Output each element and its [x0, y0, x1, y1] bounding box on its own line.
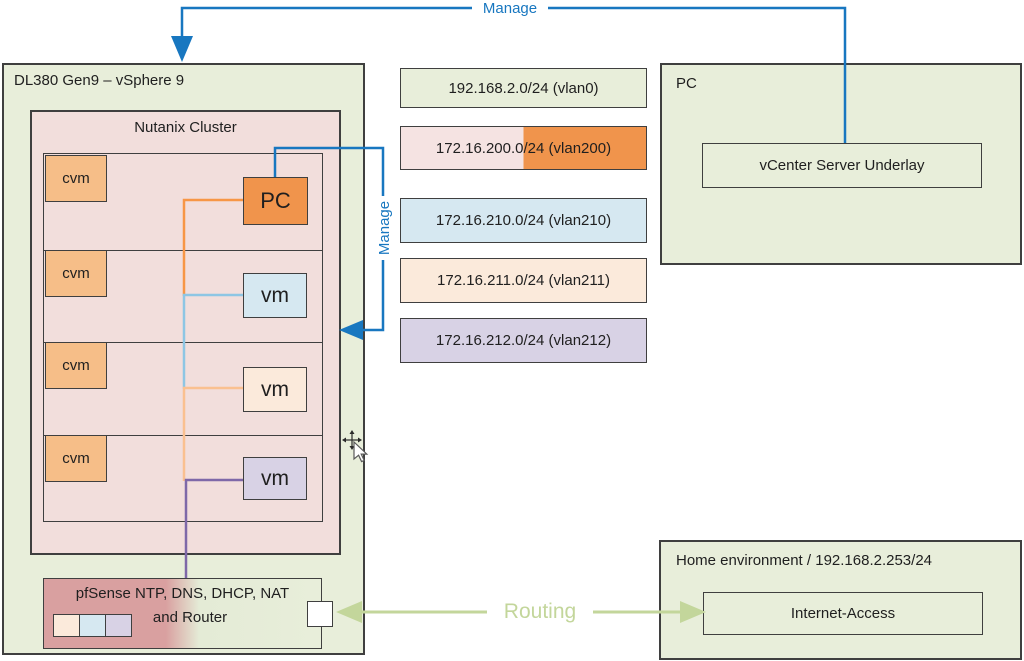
move-cursor-icon	[342, 430, 369, 463]
pc-panel-title: PC	[676, 75, 697, 92]
nutanix-cluster-title: Nutanix Cluster	[134, 119, 237, 136]
internet-access-box: Internet-Access	[703, 592, 983, 635]
pfsense-box	[43, 578, 322, 649]
routing-label: Routing	[487, 598, 593, 625]
home-environment-title: Home environment / 192.168.2.253/24	[676, 552, 933, 569]
legend-vlan200: 172.16.200.0/24 (vlan200)	[400, 126, 647, 170]
pfsense-swatch-vlan212-icon	[105, 614, 132, 637]
host-rows-box	[43, 153, 323, 522]
cvm-box-4: cvm	[45, 435, 107, 482]
pfsense-wan-port	[307, 601, 333, 627]
legend-vlan211: 172.16.211.0/24 (vlan211)	[400, 258, 647, 303]
legend-vlan0: 192.168.2.0/24 (vlan0)	[400, 68, 647, 108]
dl380-title: DL380 Gen9 – vSphere 9	[14, 72, 185, 89]
pfsense-label-line2: and Router	[152, 609, 228, 626]
prism-central-vm-box: PC	[243, 177, 308, 225]
legend-vlan212: 172.16.212.0/24 (vlan212)	[400, 318, 647, 363]
pfsense-label-line1: pfSense NTP, DNS, DHCP, NAT	[75, 585, 290, 602]
cvm-box-1: cvm	[45, 155, 107, 202]
pfsense-swatch-vlan211-icon	[53, 614, 80, 637]
vcenter-server-underlay-box: vCenter Server Underlay	[702, 143, 982, 188]
manage-top-label: Manage	[472, 0, 548, 17]
manage-side-label: Manage	[375, 196, 393, 260]
vm-box-vlan211: vm	[243, 367, 307, 412]
legend-vlan210: 172.16.210.0/24 (vlan210)	[400, 198, 647, 243]
pfsense-swatch-vlan210-icon	[79, 614, 106, 637]
cvm-box-2: cvm	[45, 250, 107, 297]
vm-box-vlan210: vm	[243, 273, 307, 318]
cvm-box-3: cvm	[45, 342, 107, 389]
vm-box-vlan212: vm	[243, 457, 307, 500]
